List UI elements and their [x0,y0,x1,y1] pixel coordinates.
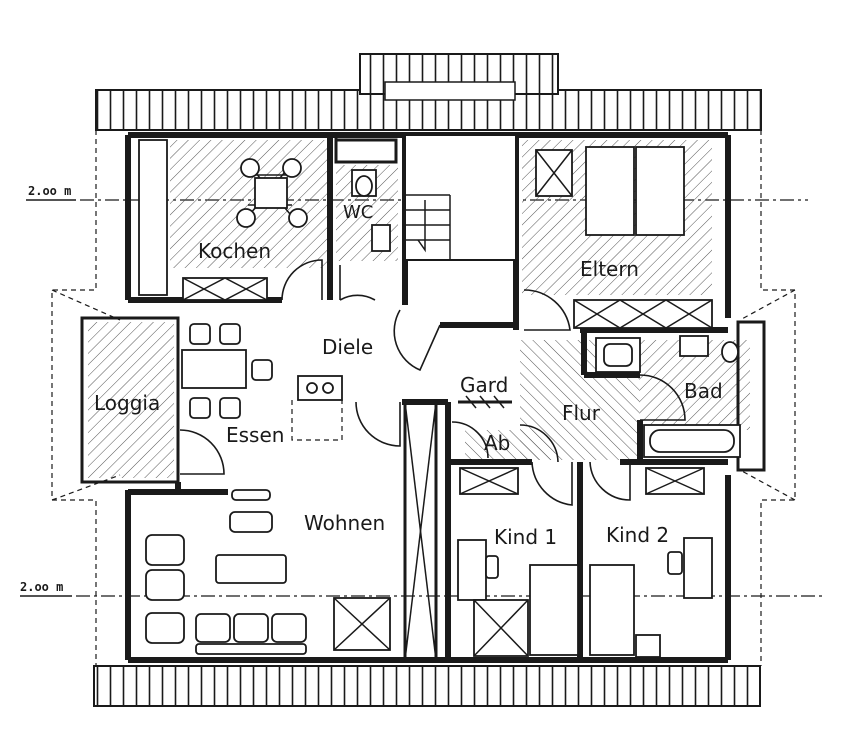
roof-eaves [93,53,762,707]
label-flur: Flur [562,401,601,425]
label-ab: Ab [484,431,510,455]
interior-walls [128,135,728,661]
wc-fixtures [351,169,391,252]
windows [182,277,713,495]
bath-fixtures [595,335,741,458]
dimension-label-top: 2.oo m [28,184,71,198]
children-furniture [457,537,713,658]
label-wc: WC [343,202,373,223]
label-kind2: Kind 2 [606,523,669,547]
dimension-label-bottom: 2.oo m [20,580,63,594]
label-diele: Diele [322,335,373,359]
living-furniture [145,489,391,655]
label-essen: Essen [226,423,284,447]
dining-furniture [181,323,343,441]
doors [179,259,686,506]
label-eltern: Eltern [580,257,639,281]
label-loggia: Loggia [94,391,160,415]
parents-bed [535,146,685,236]
label-kochen: Kochen [198,239,271,263]
roof-outline [51,130,796,666]
wardrobe-gard [458,395,512,409]
label-gard: Gard [460,373,508,397]
label-kind1: Kind 1 [494,525,557,549]
room-labels: Kochen WC Eltern Diele Loggia Essen Gard… [94,202,723,549]
kitchen-furniture [138,139,308,296]
label-bad: Bad [684,379,723,403]
staircase [404,134,517,261]
label-wohnen: Wohnen [304,511,385,535]
